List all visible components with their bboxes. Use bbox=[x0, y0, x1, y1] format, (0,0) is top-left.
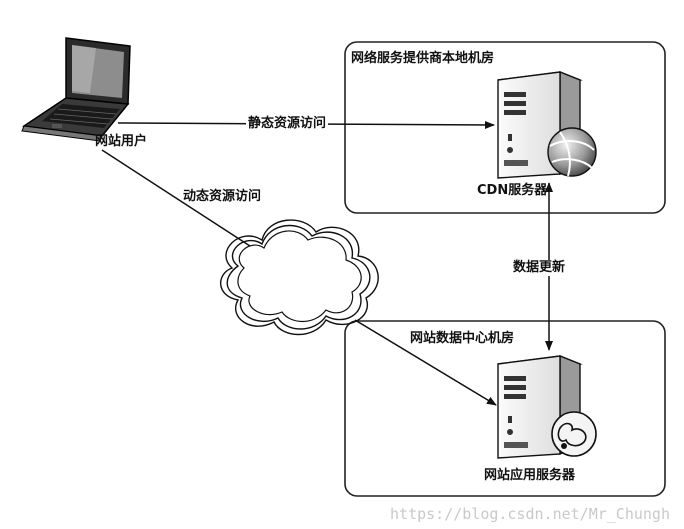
dynamic-access-arrow-lower bbox=[354, 319, 497, 406]
dynamic-access-line-upper bbox=[101, 149, 251, 247]
app-server-label: 网站应用服务器 bbox=[484, 468, 576, 483]
static-access-label: 静态资源访问 bbox=[246, 116, 329, 132]
cloud-icon bbox=[220, 219, 379, 336]
watermark-text: https://blog.csdn.net/Mr_Chungh bbox=[390, 505, 670, 523]
datacenter-room-box bbox=[344, 320, 666, 497]
user-label: 网站用户 bbox=[95, 134, 148, 149]
globe-icon bbox=[551, 411, 597, 457]
dynamic-access-label: 动态资源访问 bbox=[183, 189, 262, 204]
data-update-label: 数据更新 bbox=[511, 260, 568, 276]
cdn-room-box bbox=[344, 41, 666, 214]
globe-icon bbox=[547, 127, 597, 177]
laptop-icon bbox=[21, 37, 131, 142]
datacenter-room-title: 网站数据中心机房 bbox=[410, 331, 515, 346]
cdn-server-label: CDN服务器 bbox=[477, 183, 548, 198]
cdn-room-title: 网络服务提供商本地机房 bbox=[351, 51, 495, 66]
